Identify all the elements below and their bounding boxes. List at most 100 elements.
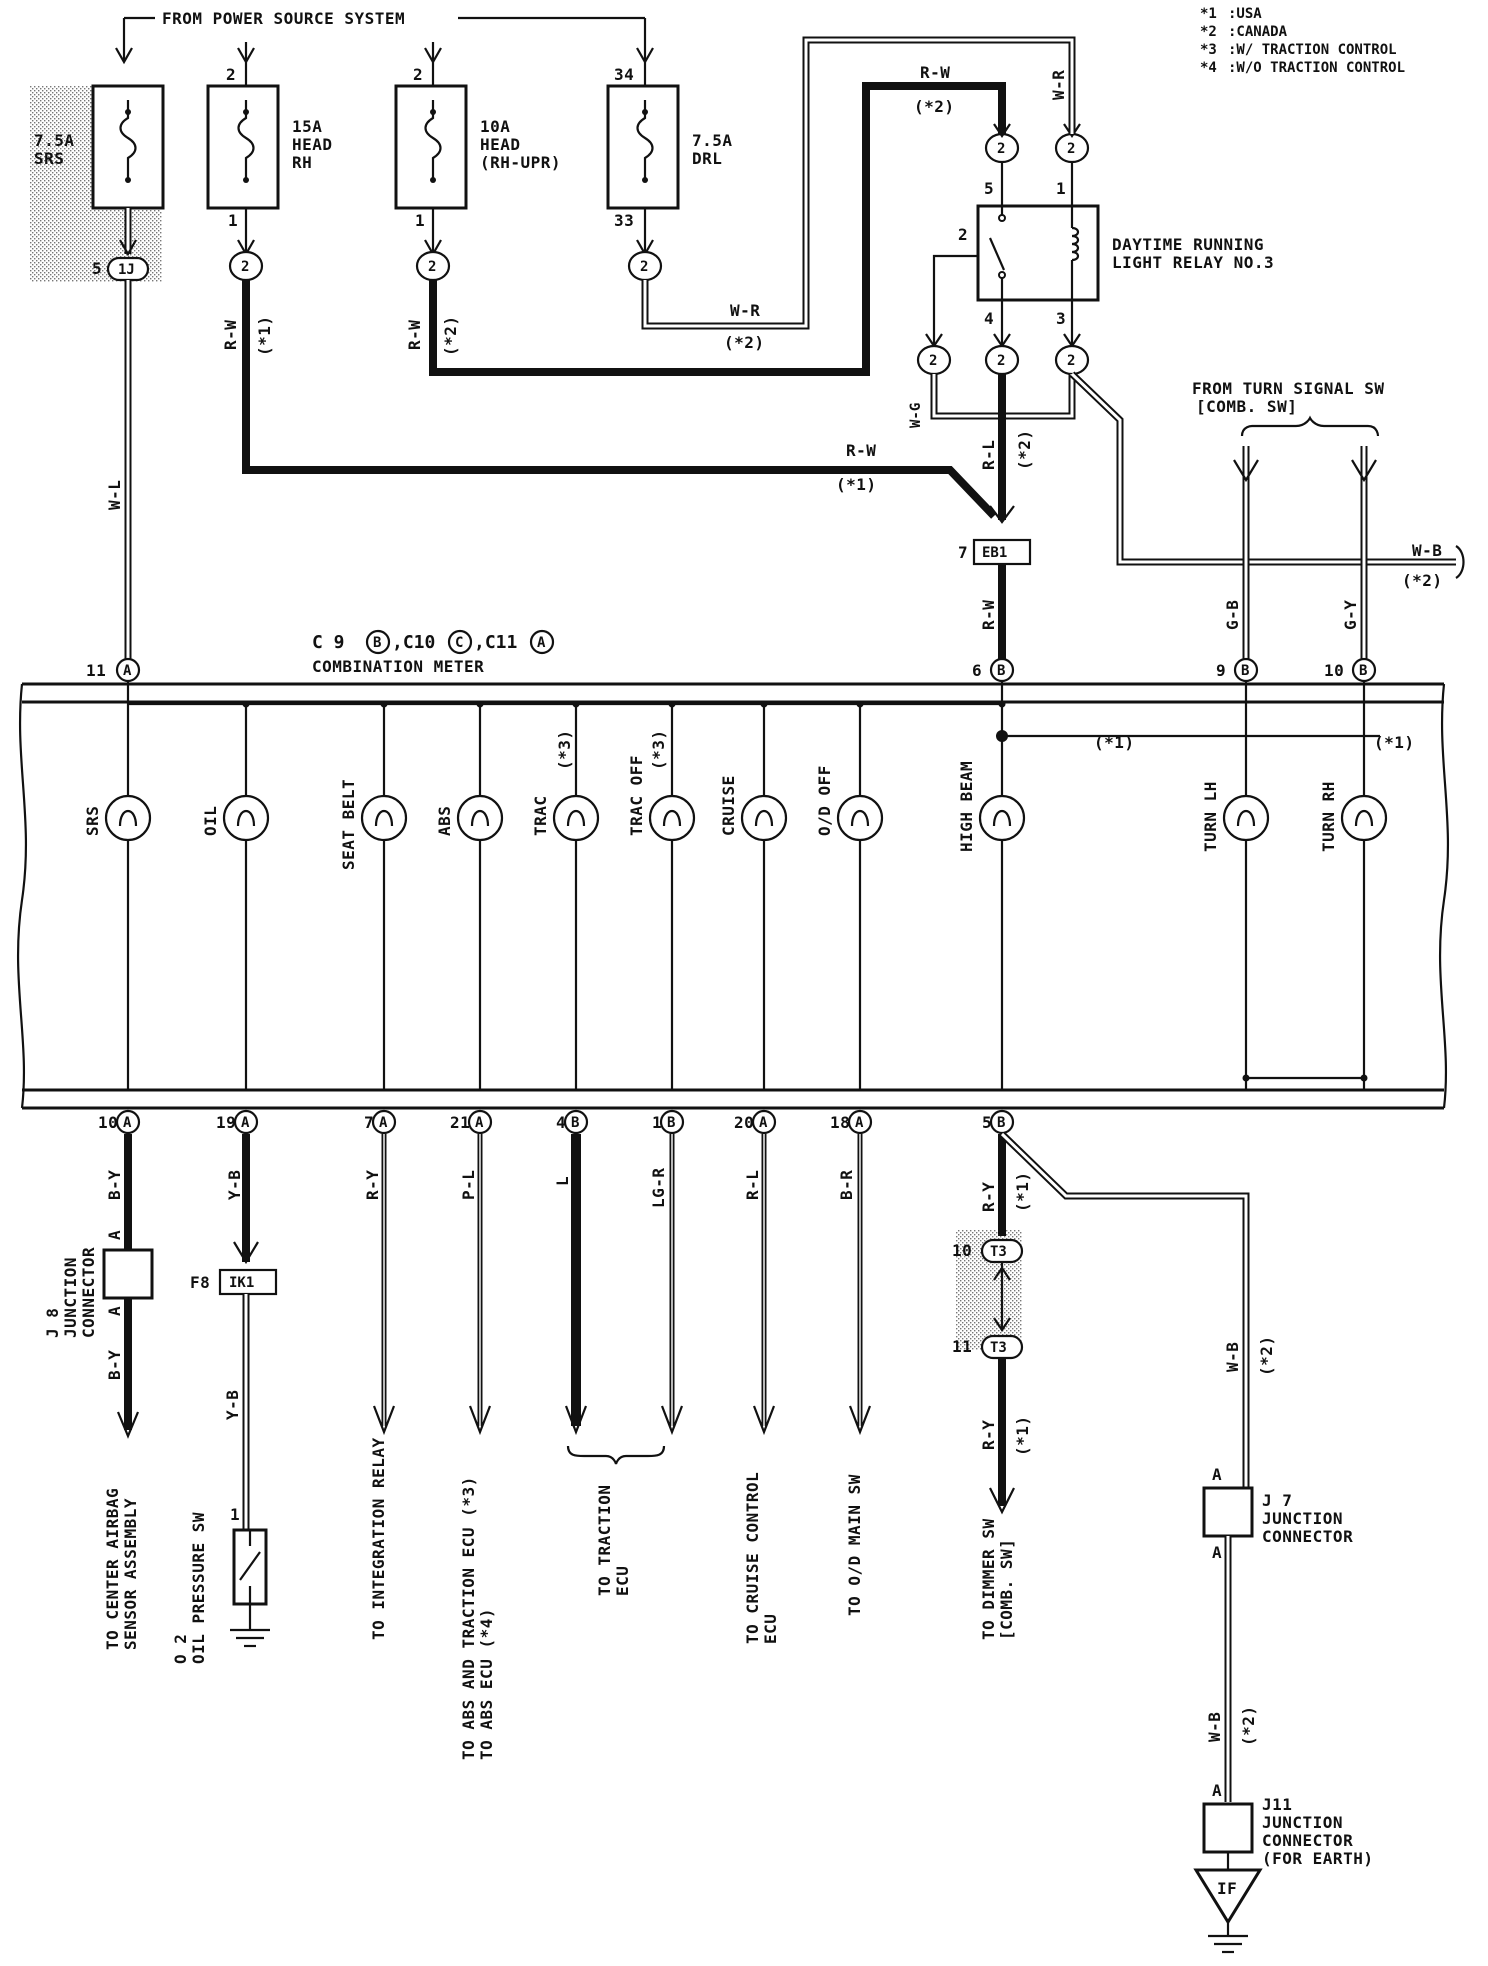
wire-br-label: B-R (837, 1170, 856, 1200)
wire-rw-upr-label: R-W (405, 320, 424, 350)
meter-top-pins: 11 A 6 B 9 B 10 B (86, 657, 1377, 683)
trac-note: (*3) (555, 729, 574, 770)
dest-traction-1: TO TRACTION (595, 1485, 614, 1596)
drl-relay: 5 1 2 4 3 DAYTIME RUNNING LIGHT RELAY NO… (958, 179, 1274, 328)
wire-rl-label: R-L (979, 440, 998, 470)
meter-top-pin-hb: 6 (972, 661, 982, 680)
junction-connector-j8: A A B-Y J 8 JUNCTION CONNECTOR (43, 1134, 154, 1439)
dest-airbag-1: TO CENTER AIRBAG (103, 1488, 122, 1650)
wire-ry-dim-bot-label: R-Y (979, 1420, 998, 1450)
power-source-header: FROM POWER SOURCE SYSTEM (115, 9, 654, 65)
bottom-pin-num-0: 10 (98, 1113, 118, 1132)
wire-ry-dim-label: R-Y (979, 1182, 998, 1212)
meter-c10: ,C10 (392, 632, 435, 653)
fuse-head-rh-upr-conn: 2 (428, 259, 436, 275)
fuse-head-rh-upr-out-pin: 1 (415, 211, 425, 230)
t3-name-bot: T3 (990, 1340, 1007, 1356)
fuse-head-rh-upr: 2 10A HEAD (RH-UPR) 1 2 (394, 62, 561, 282)
meter-top-badge-tr: B (1359, 663, 1367, 679)
fuse-drl-amp: 7.5A (692, 131, 733, 150)
bottom-pin-conn-2: A (379, 1115, 388, 1131)
wire-rw-rh-label: R-W (221, 320, 240, 350)
fuse-srs-name: SRS (34, 149, 64, 168)
t3-pin-bot: 11 (952, 1337, 972, 1356)
wire-lgr-label: LG-R (649, 1167, 668, 1208)
bulb-label-2: SEAT BELT (339, 779, 358, 870)
dest-traction-2: ECU (613, 1566, 632, 1596)
trac-off-note: (*3) (649, 729, 668, 770)
bulb-label-9: TURN LH (1201, 781, 1220, 852)
wire-by-top-label: B-Y (105, 1170, 124, 1200)
j8-line-1: J 8 (43, 1308, 62, 1338)
legend-text-2: :CANADA (1228, 24, 1288, 40)
relay-pin-5: 5 (984, 179, 994, 198)
connector-eb1: 7 EB1 R-W (958, 538, 1032, 660)
relay-top-connectors: 2 2 (984, 123, 1090, 186)
bulb-label-8: HIGH BEAM (957, 761, 976, 852)
bulb-label-5: TRAC OFF (627, 755, 646, 836)
wire-ry-dim-note: (*1) (1013, 1171, 1032, 1212)
wire-wr-note: (*2) (724, 333, 765, 352)
relay-bot-conn-3: 2 (1067, 353, 1075, 369)
wire-wg: W-G (908, 403, 924, 428)
ik1-pin: F8 (190, 1273, 210, 1292)
meter-top-badge-tl: B (1241, 663, 1249, 679)
earth-name: IF (1217, 1879, 1237, 1898)
bulb-4: TRAC (531, 700, 600, 1090)
bulb-label-10: TURN RH (1319, 781, 1338, 852)
bottom-pin-conn-8: B (997, 1115, 1005, 1131)
dest-dimmer-2: [COMB. SW] (997, 1539, 1016, 1640)
wire-rw-usa: R-W (*1) R-W (*1) (221, 280, 997, 519)
wire-wb-earth-label: W-B (1223, 1342, 1242, 1372)
legend: *1 :USA *2 :CANADA *3 :W/ TRACTION CONTR… (1200, 6, 1405, 76)
earth-branch: W-B (*2) A A J 7 JUNCTION CONNECTOR W-B … (999, 1131, 1373, 1954)
legend-text-1: :USA (1228, 6, 1262, 22)
combination-meter: C 9 B ,C10 C ,C11 A COMBINATION METER (*… (16, 629, 1450, 1110)
legend-text-4: :W/O TRACTION CONTROL (1228, 60, 1405, 76)
j7-a-top: A (1212, 1465, 1222, 1484)
bottom-pin-conn-3: A (475, 1115, 484, 1131)
bulb-2: SEAT BELT (339, 700, 408, 1090)
bulb-10: TURN RH (1319, 682, 1388, 1090)
wire-wb-turn-note: (*2) (1402, 571, 1443, 590)
bulb-5: TRAC OFF (627, 700, 696, 1090)
wire-wb-earth-label-2: W-B (1205, 1712, 1224, 1742)
meter-name: COMBINATION METER (312, 657, 484, 676)
dest-airbag-2: SENSOR ASSEMBLY (121, 1498, 140, 1650)
bottom-pin-num-1: 19 (216, 1113, 236, 1132)
t3-pin-top: 10 (952, 1241, 972, 1260)
bulb-9: TURN LH (1201, 682, 1270, 1090)
fuse-head-rh-name: HEAD (292, 135, 333, 154)
meter-c9: C 9 (312, 632, 345, 653)
relay-pin-3: 3 (1056, 309, 1066, 328)
wire-ry-int-label: R-Y (363, 1170, 382, 1200)
meter-c11-badge: A (537, 635, 546, 651)
relay-pin-1: 1 (1056, 179, 1066, 198)
fuse-head-rh-upr-in-pin: 2 (413, 65, 423, 84)
dest-cruise-1: TO CRUISE CONTROL (743, 1472, 762, 1644)
meter-top-badge-srs: A (123, 663, 132, 679)
legend-key-3: *3 (1200, 42, 1217, 58)
wire-rl-bot-label: R-L (743, 1170, 762, 1200)
j7-line-1: J 7 (1262, 1491, 1292, 1510)
ik1-name: IK1 (229, 1275, 254, 1291)
relay-top-conn-right: 2 (1067, 141, 1075, 157)
wire-rl: R-L (*2) (979, 374, 1034, 524)
meter-top-pin-srs: 11 (86, 661, 106, 680)
meter-c11: ,C11 (474, 632, 517, 653)
bottom-pin-conn-5: B (667, 1115, 675, 1131)
bulb-0: SRS (83, 682, 152, 1090)
meter-top-pin-tl: 9 (1216, 661, 1226, 680)
bulb-label-3: ABS (435, 806, 454, 836)
bulb-label-0: SRS (83, 806, 102, 836)
bottom-wire-labels: B-Y Y-B R-Y P-L L LG-R R-L B-R R-Y (*1) (105, 1167, 1032, 1212)
eb1-name: EB1 (982, 545, 1007, 561)
wire-wl: W-L (105, 280, 132, 660)
j8-line-3: CONNECTOR (79, 1247, 98, 1338)
